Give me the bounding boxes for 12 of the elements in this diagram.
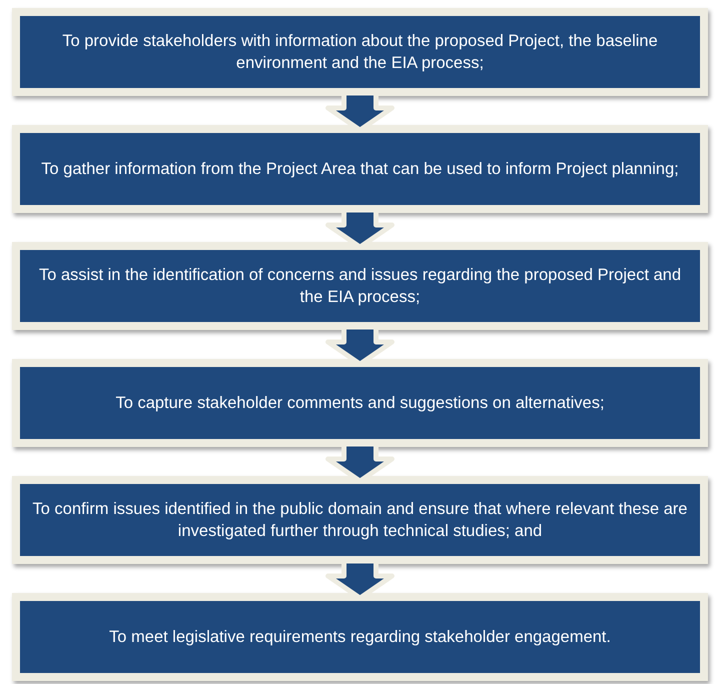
step-text: To provide stakeholders with information about the proposed Project, the baseline environment and the EIA process; xyxy=(61,31,659,74)
process-box xyxy=(12,125,708,213)
step-text: To gather information from the Project Area that can be used to inform Project planning; xyxy=(41,159,679,180)
step-text: To assist in the identification of concerns and issues regarding the proposed Project and the EIA process; xyxy=(38,265,682,308)
process-box xyxy=(12,593,708,681)
step-text: To capture stakeholder comments and suggestions on alternatives; xyxy=(116,393,604,414)
process-box xyxy=(12,476,708,564)
process-box xyxy=(12,242,708,330)
step-text: To meet legislative requirements regarding stakeholder engagement. xyxy=(109,627,611,648)
process-box xyxy=(12,359,708,447)
process-box xyxy=(12,8,708,96)
step-text: To confirm issues identified in the public domain and ensure that where relevant these are investigated further through technical studies; and xyxy=(32,499,688,542)
